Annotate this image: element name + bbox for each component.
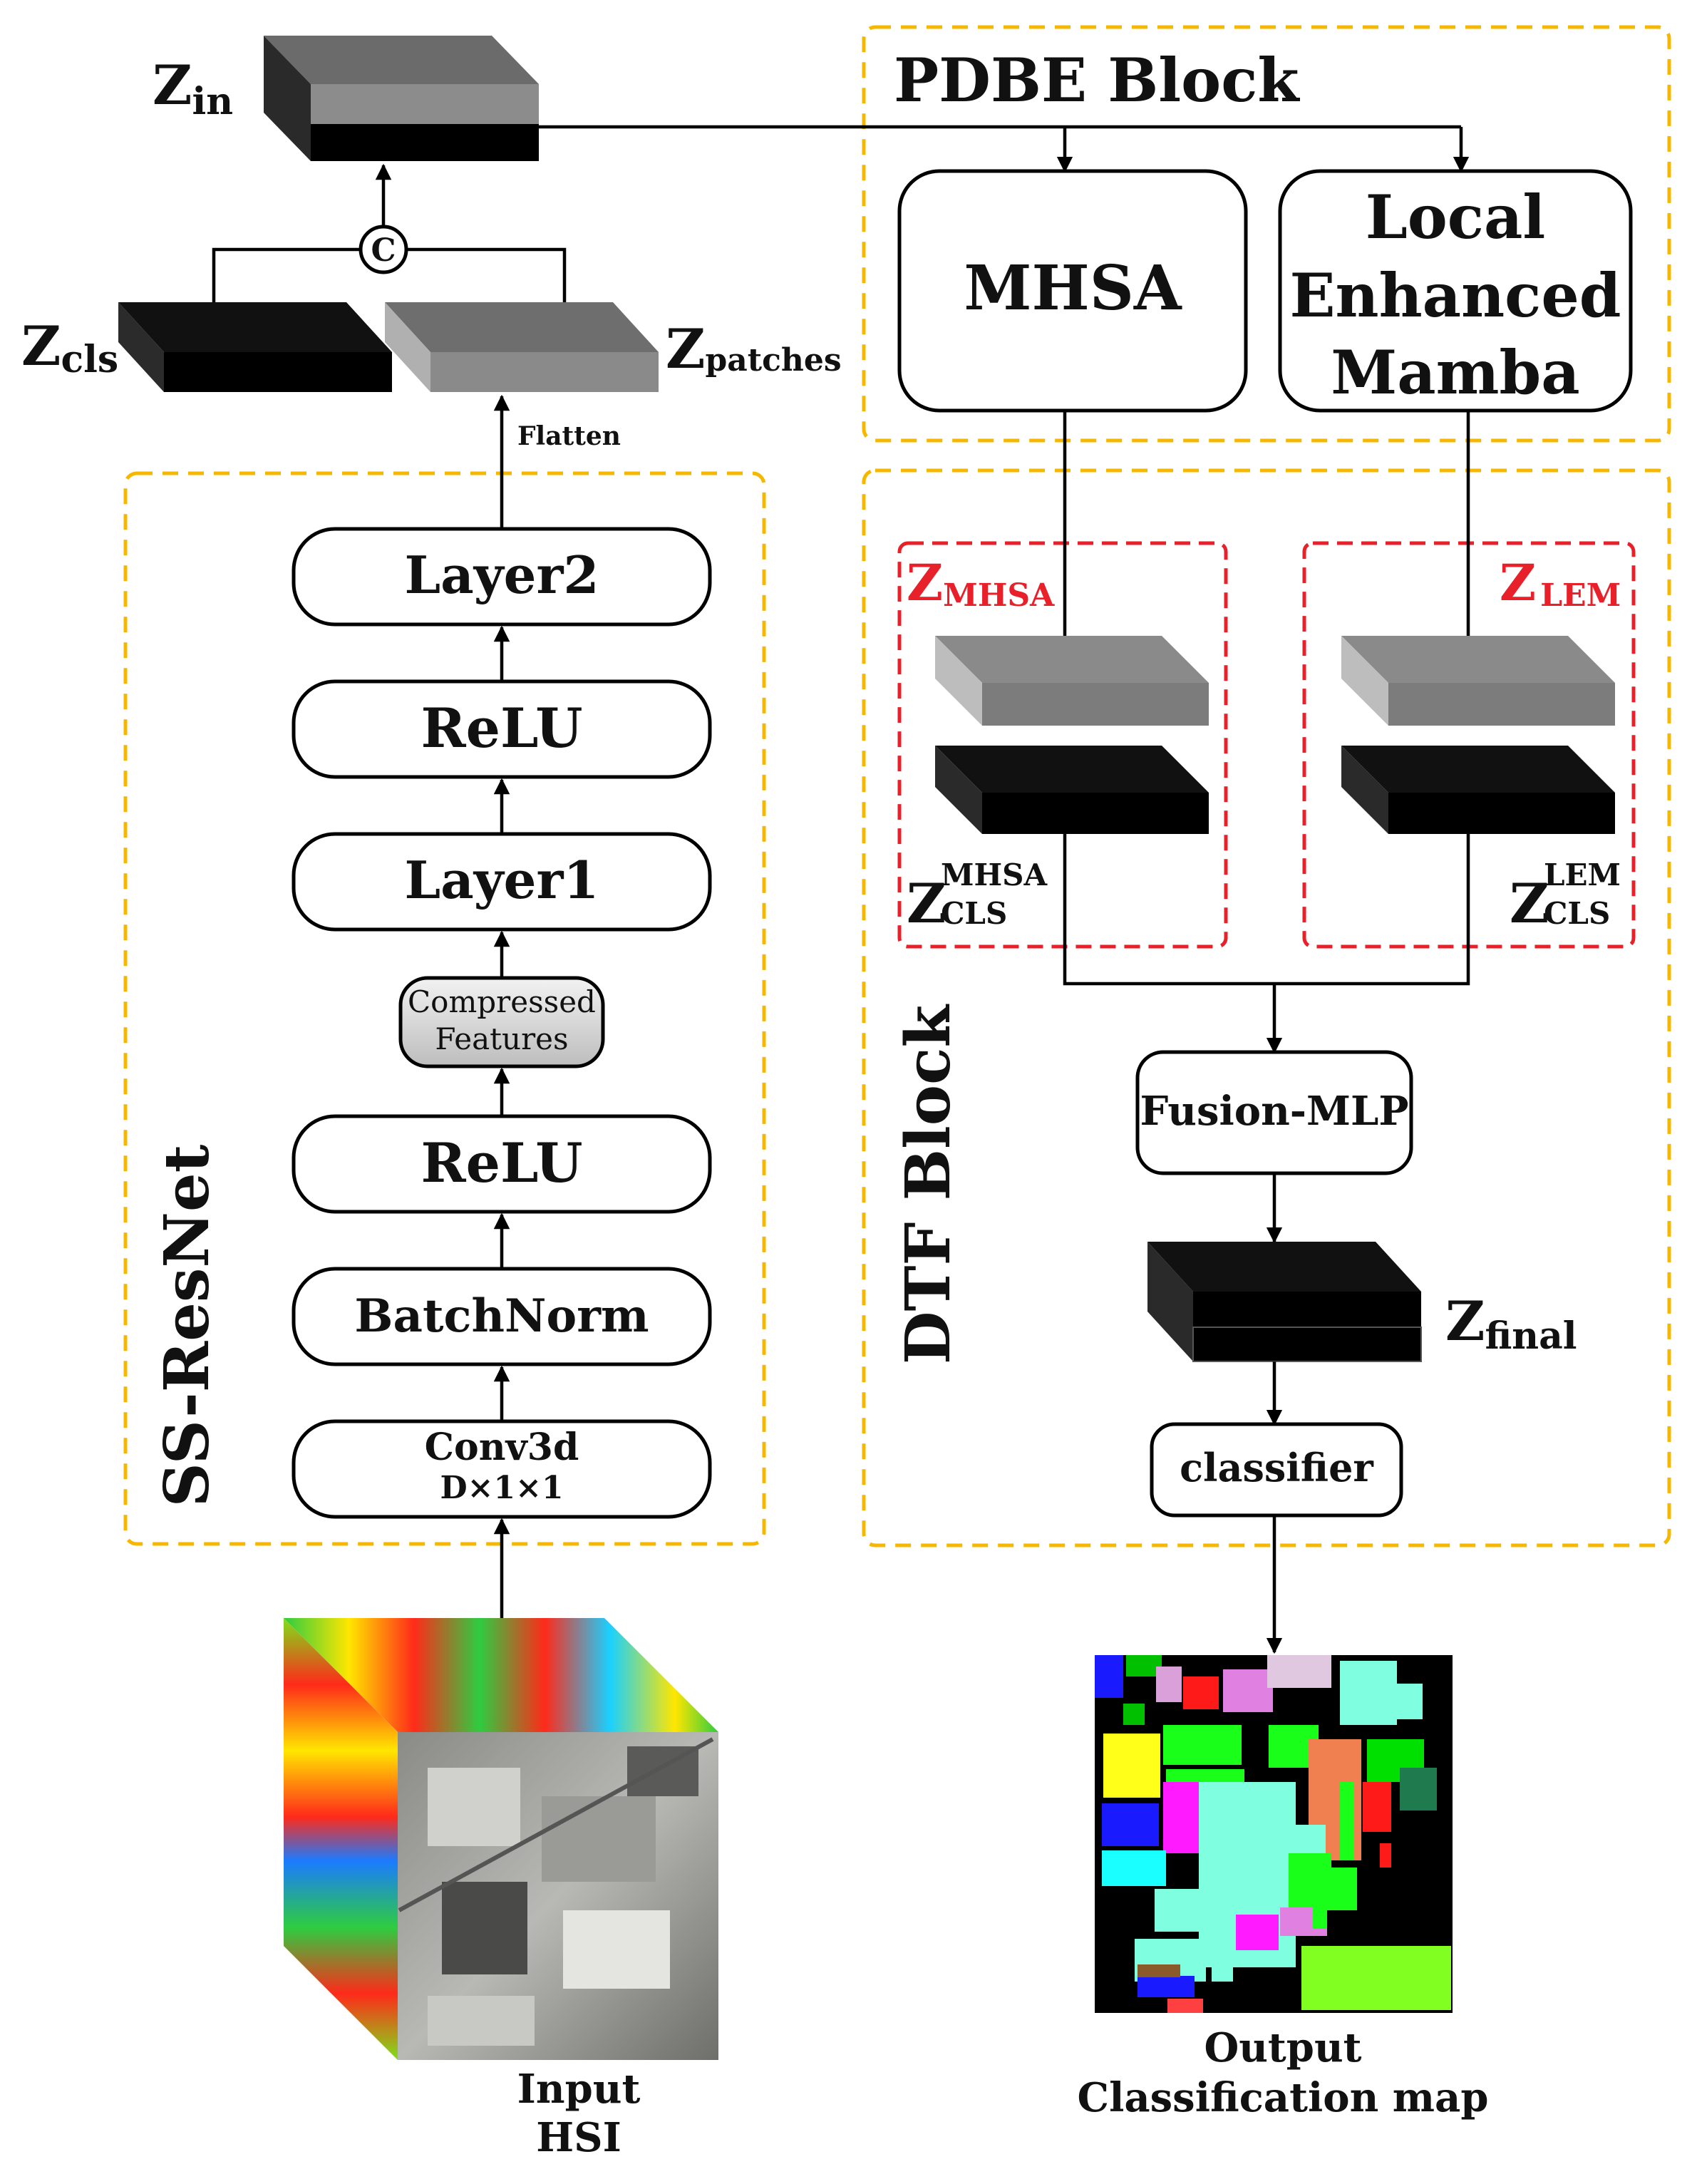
layer1-box <box>292 832 712 932</box>
relu-bottom-box <box>292 1114 712 1214</box>
classifier-box <box>1150 1422 1403 1518</box>
pdbe-title: PDBE Block <box>894 45 1300 115</box>
mhsa-label: MHSA <box>964 252 1182 324</box>
relu-top-label: ReLU <box>421 696 582 760</box>
concat-symbol: C <box>371 232 396 269</box>
mhsa-patch-tokens <box>935 636 1209 726</box>
local-enhanced-mamba-box <box>1278 169 1633 413</box>
relu-bottom-label: ReLU <box>421 1131 582 1195</box>
layer1-label: Layer1 <box>405 850 599 910</box>
z-in-tensor <box>264 36 539 161</box>
pdbe-block-border <box>862 25 1671 443</box>
lem-line3: Mamba <box>1331 337 1579 408</box>
dtf-title: DTF Block <box>892 1003 964 1364</box>
mhsa-box <box>897 169 1248 413</box>
layer2-label: Layer2 <box>405 545 599 605</box>
lem-cls-token <box>1341 746 1615 834</box>
z-patches-label: Zpatches <box>666 317 842 381</box>
z-final-label: Zfinal <box>1445 1289 1577 1358</box>
lem-patch-tokens <box>1341 636 1615 726</box>
fusion-mlp-label: Fusion-MLP <box>1140 1088 1408 1135</box>
flatten-label: Flatten <box>517 421 621 451</box>
z-final-tensor <box>1147 1242 1422 1362</box>
z-mhsa-label: ZMHSA <box>907 553 1055 614</box>
relu-top-box <box>292 679 712 779</box>
output-line2: Classification map <box>1078 2074 1489 2121</box>
input-line1: Input <box>517 2066 641 2113</box>
batchnorm-label: BatchNorm <box>354 1289 649 1343</box>
z-patches-tensor <box>385 302 659 392</box>
conv3d-line2: D×1×1 <box>440 1470 563 1506</box>
ss-resnet-block-border <box>123 471 766 1546</box>
z-cls-label: Zcls <box>21 314 118 381</box>
input-line2: HSI <box>536 2114 621 2161</box>
compressed-features-box <box>398 976 605 1068</box>
conv3d-box <box>292 1419 712 1519</box>
compressed-features-line1: Compressed <box>408 984 596 1019</box>
output-line1: Output <box>1204 2024 1361 2071</box>
input-hsi-cube <box>284 1618 718 2060</box>
z-cls-tensor <box>118 302 392 392</box>
mhsa-token-border <box>897 541 1228 949</box>
compressed-features-line2: Features <box>435 1021 568 1056</box>
layer2-box <box>292 527 712 627</box>
lem-line1: Local <box>1366 182 1546 252</box>
ss-resnet-title: SS-ResNet <box>151 1144 223 1507</box>
lem-line2: Enhanced <box>1290 260 1621 331</box>
batchnorm-box <box>292 1267 712 1366</box>
z-in-label: Zin <box>153 53 233 123</box>
classifier-label: classifier <box>1180 1445 1373 1490</box>
conv3d-line1: Conv3d <box>425 1426 579 1469</box>
output-classification-map <box>1095 1655 1453 2013</box>
dtf-block-border <box>862 468 1671 1547</box>
mhsa-cls-token <box>935 746 1209 834</box>
